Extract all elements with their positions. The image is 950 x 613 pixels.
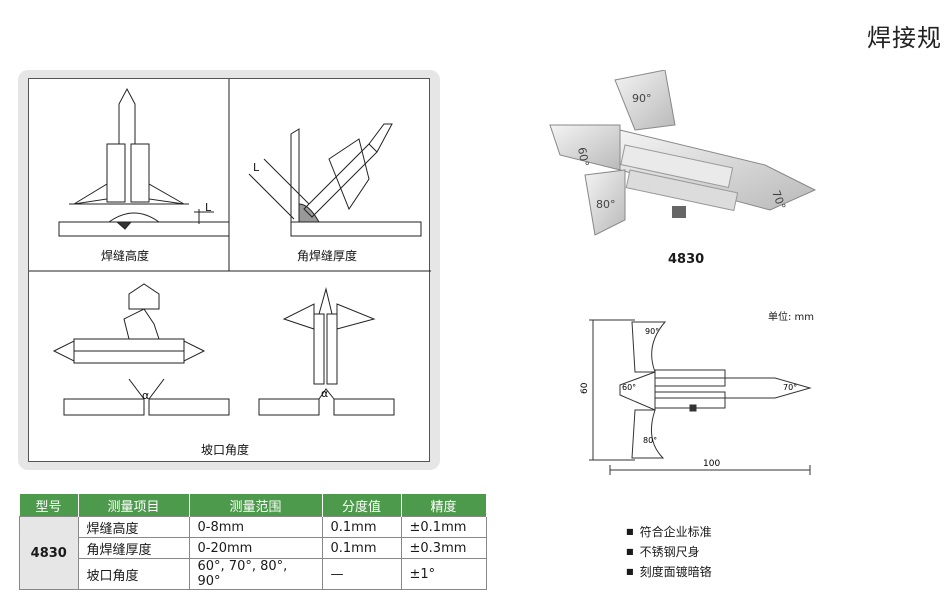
cell-item: 坡口角度 [77, 558, 190, 590]
col-precision: 精度 [401, 494, 487, 517]
cell-precision: ±0.3mm [400, 537, 487, 559]
photo-mark-60: 60° [575, 146, 591, 167]
weld-height-figure [58, 87, 230, 237]
cell-division: — [321, 558, 402, 590]
photo-mark-80: 80° [596, 198, 616, 211]
cell-precision: ±0.1mm [400, 516, 487, 538]
model-cell: 4830 [19, 516, 79, 590]
cell-range: 0-20mm [188, 537, 323, 559]
caption-bevel-angle: 坡口角度 [201, 443, 250, 457]
cell-range: 60°, 70°, 80°, 90° [188, 558, 323, 590]
spec-table-header: 型号 测量项目 测量范围 分度值 精度 [19, 494, 487, 517]
col-item: 测量项目 [78, 494, 190, 517]
feature-item: 符合企业标准 [626, 523, 712, 543]
usage-diagram: 焊缝高度 角焊缝厚度 坡口角度 L L α α [28, 78, 431, 462]
caption-weld-height: 焊缝高度 [101, 249, 150, 263]
photo-model-label: 4830 [668, 252, 705, 267]
photo-mark-90: 90° [632, 92, 652, 105]
dimension-drawing-svg: 90° 60° 70° 80° 60 100 [580, 319, 812, 475]
usage-diagram-panel: 焊缝高度 角焊缝厚度 坡口角度 L L α α [18, 70, 440, 470]
cell-item: 角焊缝厚度 [77, 537, 190, 559]
dim-angle-60: 60° [622, 383, 636, 392]
dim-angle-70: 70° [783, 383, 797, 392]
feature-list: 符合企业标准 不锈钢尺身 刻度面镀暗铬 [626, 523, 712, 583]
dimension-drawing: 90° 60° 70° 80° 60 100 [575, 300, 825, 480]
table-row: 坡口角度 60°, 70°, 80°, 90° — ±1° [20, 558, 487, 590]
product-photo: 90° 60° 80° 70° [540, 69, 820, 250]
cell-precision: ±1° [400, 558, 487, 590]
label-L1: L [205, 201, 212, 214]
dim-height: 60 [580, 382, 590, 394]
feature-item: 刻度面镀暗铬 [626, 563, 712, 583]
cell-range: 0-8mm [188, 516, 323, 538]
col-range: 测量范围 [189, 494, 323, 517]
label-L2: L [253, 161, 260, 174]
col-division: 分度值 [322, 494, 402, 517]
product-photo-svg: 90° 60° 80° 70° [549, 69, 817, 236]
photo-mark-70: 70° [769, 189, 788, 212]
feature-item: 不锈钢尺身 [626, 543, 712, 563]
table-row: 4830 焊缝高度 0-8mm 0.1mm ±0.1mm [19, 516, 487, 590]
page-title: 焊接规 [867, 24, 942, 52]
dim-angle-90: 90° [645, 327, 659, 336]
dim-angle-80: 80° [643, 436, 657, 445]
label-alpha1: α [142, 389, 150, 402]
bevel-left-figure [52, 283, 230, 416]
table-row: 角焊缝厚度 0-20mm 0.1mm ±0.3mm [20, 537, 487, 559]
bevel-right-figure [258, 287, 395, 416]
usage-diagram-svg [29, 79, 431, 416]
unit-label: 单位: mm [768, 312, 815, 323]
spec-table: 型号 测量项目 测量范围 分度值 精度 4830 焊缝高度 0-8mm 0.1m… [19, 494, 487, 590]
label-alpha2: α [321, 387, 329, 400]
fillet-figure [248, 123, 422, 237]
cell-item: 焊缝高度 [77, 516, 190, 538]
caption-fillet-thickness: 角焊缝厚度 [297, 249, 358, 263]
col-model: 型号 [19, 494, 79, 517]
dim-width: 100 [703, 459, 720, 469]
cell-division: 0.1mm [321, 537, 402, 559]
cell-division: 0.1mm [321, 516, 402, 538]
